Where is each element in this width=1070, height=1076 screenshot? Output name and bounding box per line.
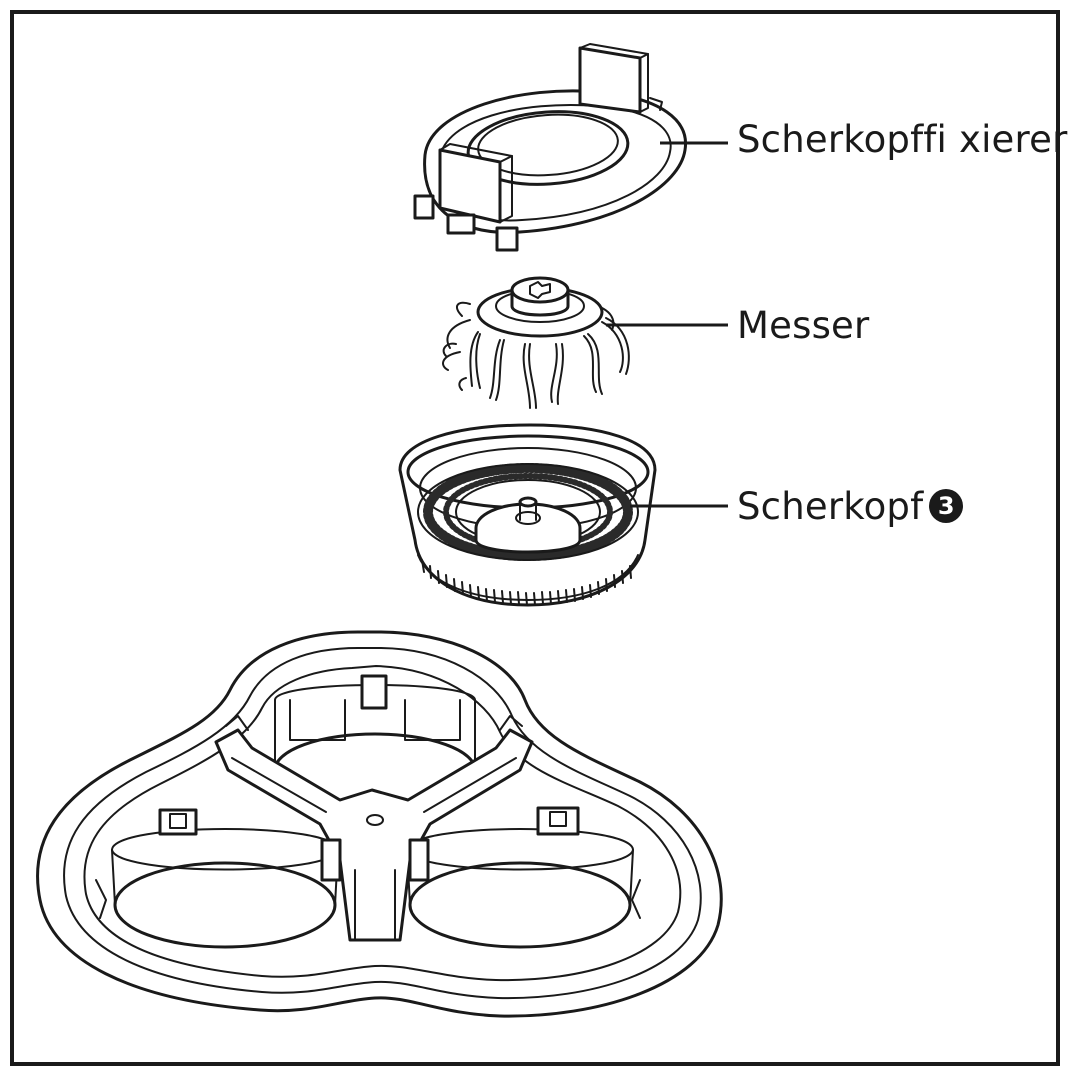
label-shaving-head-text: Scherkopf [737,485,924,528]
shaving-unit-frame [36,630,723,1018]
number-badge: 3 [929,488,964,523]
cutter [442,276,630,409]
shaving-head [398,423,657,607]
label-cutter: Messer [737,304,870,347]
label-shaving-head-fixer: Scherkopffi xierer [737,118,1068,161]
shaving-head-fixer [413,43,688,252]
